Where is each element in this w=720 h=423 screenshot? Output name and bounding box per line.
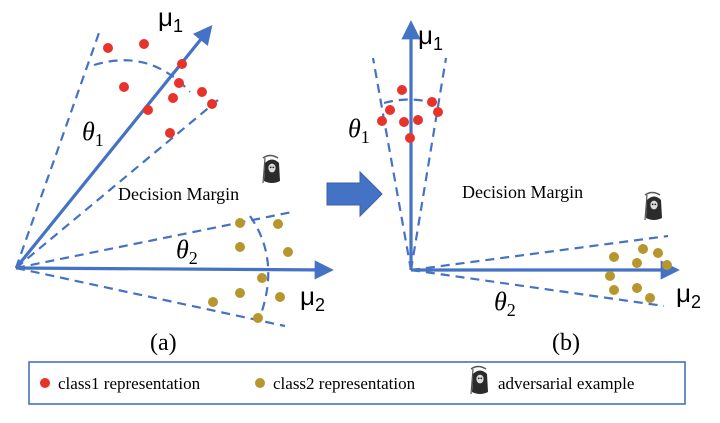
class1-point xyxy=(103,43,113,53)
mu2-label-a: μ2 xyxy=(300,281,325,315)
class1-point xyxy=(168,93,178,103)
mu1-label-a: μ1 xyxy=(158,2,183,36)
theta1-label-a: θ1 xyxy=(82,117,104,150)
class2-point xyxy=(253,313,263,323)
class1-point xyxy=(399,117,409,127)
class2-point xyxy=(632,258,642,268)
class1-point xyxy=(143,105,153,115)
class2-point xyxy=(609,285,619,295)
class1-point xyxy=(433,107,443,117)
legend-box xyxy=(28,361,686,405)
class2-point xyxy=(645,293,655,303)
class1-point xyxy=(165,128,175,138)
class2-point xyxy=(609,252,619,262)
decision-margin-label-a: Decision Margin xyxy=(118,184,239,204)
panel-a: μ1 μ2 θ1 θ2 Decision Margin (a) xyxy=(14,2,334,356)
class2-point xyxy=(283,247,293,257)
class1-point xyxy=(119,82,129,92)
class1-point xyxy=(197,87,207,97)
class1-point xyxy=(385,105,395,115)
theta2-label-a: θ2 xyxy=(176,235,198,268)
class2-point xyxy=(235,242,245,252)
class2-point xyxy=(235,288,245,298)
mu1-label-b: μ1 xyxy=(418,20,443,54)
decision-margin-label-b: Decision Margin xyxy=(462,182,583,202)
class2-point xyxy=(605,271,615,281)
class2-points-a xyxy=(208,218,293,323)
legend-class1-marker xyxy=(40,378,50,388)
theta2-label-b: θ2 xyxy=(494,287,516,320)
class2-point xyxy=(662,260,672,270)
class1-points-b xyxy=(377,85,443,143)
class2-point xyxy=(275,292,285,302)
legend: class1 representation class2 representat… xyxy=(28,361,686,405)
class2-point xyxy=(638,244,648,254)
class2-cone-b xyxy=(410,234,669,308)
class2-point xyxy=(208,297,218,307)
adversarial-example-icon xyxy=(644,191,663,221)
theta1-label-b: θ1 xyxy=(348,114,370,147)
transition-arrow xyxy=(326,170,383,218)
class1-point xyxy=(427,97,437,107)
mu2-axis-a xyxy=(15,260,334,280)
class2-point xyxy=(235,218,245,228)
class1-point xyxy=(177,59,187,69)
caption-a: (a) xyxy=(150,330,177,356)
class1-points-a xyxy=(103,39,217,138)
class1-point xyxy=(174,78,184,88)
legend-adversarial-label: adversarial example xyxy=(498,374,634,393)
class2-point xyxy=(653,248,663,258)
class1-point xyxy=(405,133,415,143)
class2-point xyxy=(273,219,283,229)
mu2-label-b: μ2 xyxy=(676,278,701,312)
class1-point xyxy=(377,116,387,126)
legend-class1-label: class1 representation xyxy=(58,374,201,393)
class1-point xyxy=(139,39,149,49)
class2-point xyxy=(632,283,642,293)
legend-class2-marker xyxy=(255,378,265,388)
class1-point xyxy=(413,115,423,125)
legend-class2-label: class2 representation xyxy=(273,374,416,393)
class2-points-b xyxy=(605,244,672,303)
class1-point xyxy=(207,99,217,109)
mu1-axis-a xyxy=(14,25,213,270)
adversarial-example-icon xyxy=(262,154,281,184)
class1-point xyxy=(397,85,407,95)
caption-b: (b) xyxy=(552,330,580,356)
panel-b: μ1 μ2 θ1 θ2 Decision Margin (b) xyxy=(348,20,701,356)
class2-point xyxy=(257,273,267,283)
class2-cone-a xyxy=(15,210,293,328)
